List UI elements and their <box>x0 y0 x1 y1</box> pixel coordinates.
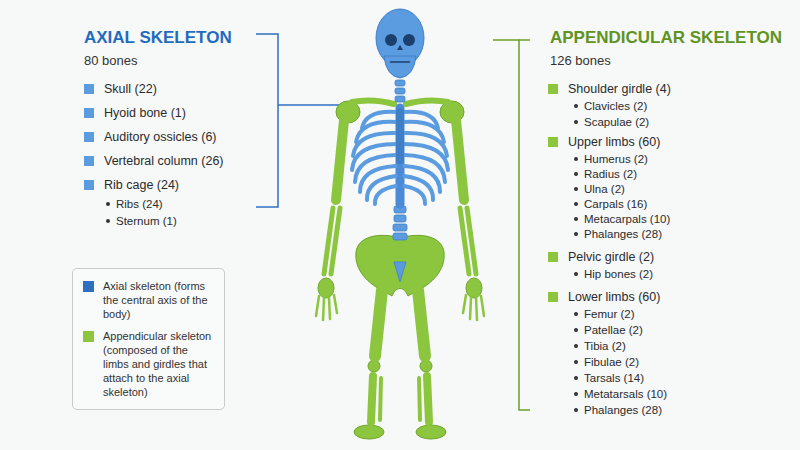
bullet-dot <box>106 202 110 206</box>
legend-row: Appendicular skeleton (composed of the l… <box>83 329 216 399</box>
bullet-square <box>84 132 94 142</box>
list-label: Phalanges (28) <box>584 402 662 418</box>
limb-bones <box>316 100 484 422</box>
section-heading: APPENDICULAR SKELETON <box>550 28 782 48</box>
bullet-dot <box>574 104 578 108</box>
bullet-square <box>548 292 558 302</box>
list-label: Metacarpals (10) <box>584 211 670 227</box>
bullet-dot <box>574 120 578 124</box>
legend-swatch <box>83 331 94 342</box>
list-label: Scapulae (2) <box>584 114 649 130</box>
list-label: Lower limbs (60) <box>568 289 660 305</box>
list-label: Hyoid bone (1) <box>104 105 186 121</box>
section-heading: AXIAL SKELETON <box>84 28 232 48</box>
bullet-dot <box>574 172 578 176</box>
bullet-square <box>84 180 94 190</box>
bullet-square <box>548 137 558 147</box>
bullet-square <box>84 156 94 166</box>
bullet-dot <box>106 219 110 223</box>
legend-text: Axial skeleton (forms the central axis o… <box>103 279 215 321</box>
bullet-dot <box>574 232 578 236</box>
bullet-dot <box>574 157 578 161</box>
list-label: Rib cage (24) <box>104 177 179 193</box>
list-label: Radius (2) <box>584 166 637 182</box>
list-label: Phalanges (28) <box>584 226 662 242</box>
list-label: Tibia (2) <box>584 338 626 354</box>
list-label: Shoulder girdle (4) <box>568 81 671 97</box>
bullet-dot <box>574 408 578 412</box>
list-label: Metatarsals (10) <box>584 386 667 402</box>
bullet-dot <box>574 360 578 364</box>
list-label: Upper limbs (60) <box>568 134 660 150</box>
legend-box: Axial skeleton (forms the central axis o… <box>72 268 225 410</box>
list-label: Carpals (16) <box>584 196 647 212</box>
list-label: Pelvic girdle (2) <box>568 249 654 265</box>
list-label: Humerus (2) <box>584 151 648 167</box>
legend-text: Appendicular skeleton (composed of the l… <box>103 329 215 399</box>
list-label: Ribs (24) <box>116 196 163 212</box>
list-label: Skull (22) <box>104 81 157 97</box>
bullet-square <box>84 84 94 94</box>
bullet-dot <box>574 272 578 276</box>
bullet-square <box>548 252 558 262</box>
list-label: Ulna (2) <box>584 181 625 197</box>
list-label: 80 bones <box>84 53 138 69</box>
list-label: 126 bones <box>550 53 611 69</box>
bullet-dot <box>574 376 578 380</box>
list-label: Clavicles (2) <box>584 98 647 114</box>
list-label: Sternum (1) <box>116 213 177 229</box>
bullet-dot <box>574 392 578 396</box>
axial-bracket <box>256 34 352 207</box>
bullet-dot <box>574 312 578 316</box>
list-label: Patellae (2) <box>584 322 643 338</box>
list-label: Tarsals (14) <box>584 370 644 386</box>
axial-bones <box>352 9 448 282</box>
bullet-dot <box>574 187 578 191</box>
legend-swatch <box>83 281 94 292</box>
list-label: Fibulae (2) <box>584 354 639 370</box>
bullet-square <box>548 84 558 94</box>
bullet-dot <box>574 217 578 221</box>
appendicular-bones <box>318 101 482 439</box>
bullet-dot <box>574 328 578 332</box>
list-label: Vertebral column (26) <box>104 153 224 169</box>
list-label: Hip bones (2) <box>584 266 653 282</box>
list-label: Femur (2) <box>584 306 634 322</box>
bullet-dot <box>574 202 578 206</box>
bullet-square <box>84 108 94 118</box>
legend-row: Axial skeleton (forms the central axis o… <box>83 279 216 321</box>
list-label: Auditory ossicles (6) <box>104 129 217 145</box>
bullet-dot <box>574 344 578 348</box>
appendicular-bracket <box>493 40 530 410</box>
